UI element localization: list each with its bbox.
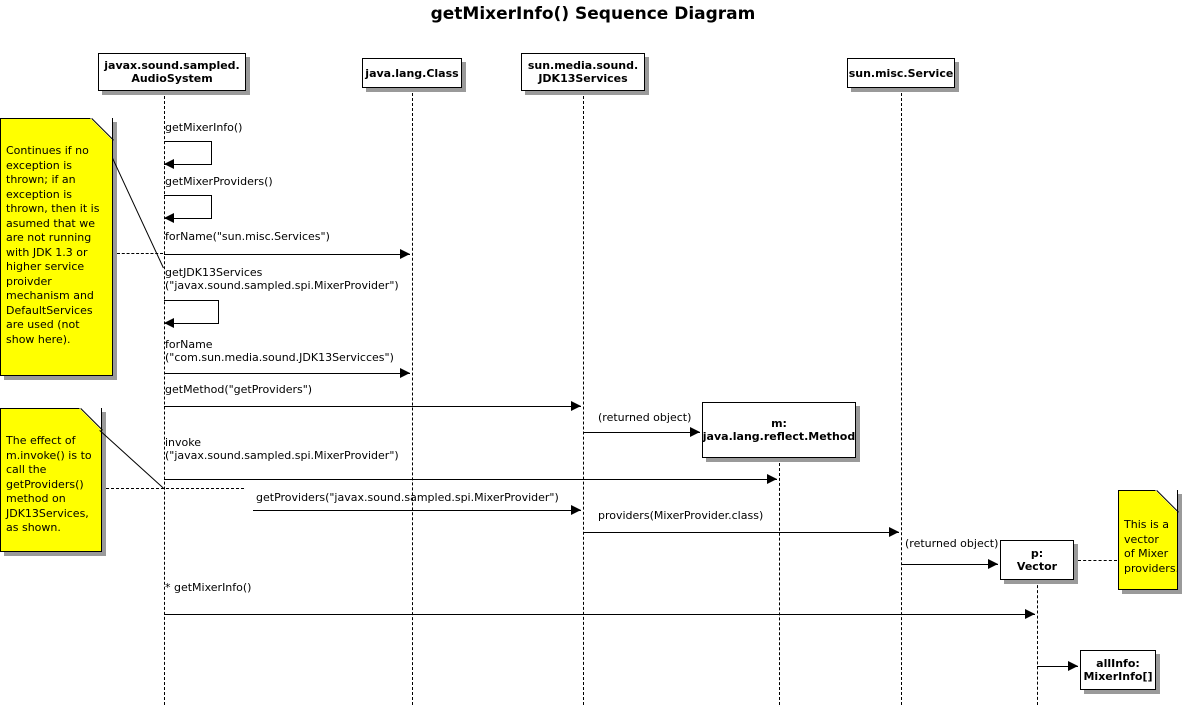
lifeline-label-audiosystem: javax.sound.sampled.AudioSystem [104, 59, 240, 85]
message-label-m4: getJDK13Services("javax.sound.sampled.sp… [165, 266, 399, 292]
object-label-method: m:java.lang.reflect.Method [702, 417, 856, 443]
note-note2[interactable]: The effect of m.invoke() is to call the … [0, 408, 103, 552]
lifeline-head-service[interactable]: sun.misc.Service [847, 58, 955, 88]
lifeline-vector [1037, 580, 1038, 705]
self-call-m4[interactable] [164, 300, 219, 324]
message-line-m3[interactable] [164, 254, 410, 255]
self-call-m1[interactable] [164, 141, 212, 165]
message-line-m13[interactable] [1037, 666, 1078, 667]
note-text-note1: Continues if no exception is thrown; if … [6, 144, 100, 346]
message-arrowhead-m6 [571, 401, 581, 411]
self-call-m2[interactable] [164, 195, 212, 219]
note-note3[interactable]: This is a vector of Mixer providers. [1118, 490, 1180, 590]
note-text-note2: The effect of m.invoke() is to call the … [6, 434, 92, 534]
message-line-m6[interactable] [164, 406, 581, 407]
self-call-arrowhead-m4 [164, 318, 174, 328]
lifeline-head-jdk13[interactable]: sun.media.sound.JDK13Services [521, 53, 645, 91]
note-note1[interactable]: Continues if no exception is thrown; if … [0, 118, 114, 376]
message-label-m5: forName("com.sun.media.sound.JDK13Servic… [165, 338, 394, 364]
note-top-edge-note1 [1, 118, 92, 119]
message-line-m7[interactable] [583, 432, 700, 433]
message-line-m5[interactable] [164, 373, 410, 374]
lifeline-class [412, 88, 413, 705]
note-top-edge-note2 [1, 408, 81, 409]
diagonal-connector-note1-diag [112, 158, 164, 269]
lifeline-label-jdk13: sun.media.sound.JDK13Services [527, 59, 639, 85]
message-label-m9: getProviders("javax.sound.sampled.spi.Mi… [256, 491, 559, 504]
message-label-m7: (returned object) [598, 411, 692, 424]
object-label-allinfo: allInfo:MixerInfo[] [1083, 657, 1153, 683]
message-label-m1: getMixerInfo() [165, 121, 243, 134]
message-arrowhead-m10 [889, 527, 899, 537]
lifeline-head-audiosystem[interactable]: javax.sound.sampled.AudioSystem [98, 53, 246, 91]
object-box-vector[interactable]: p:Vector [1000, 540, 1074, 580]
lifeline-jdk13 [583, 91, 584, 705]
self-call-arrowhead-m1 [164, 159, 174, 169]
page-title: getMixerInfo() Sequence Diagram [430, 4, 756, 24]
lifeline-audiosystem [164, 91, 165, 705]
message-arrowhead-m7 [690, 427, 700, 437]
message-label-m6: getMethod("getProviders") [165, 383, 313, 396]
message-arrowhead-m5 [400, 368, 410, 378]
note-top-edge-note3 [1119, 490, 1157, 491]
message-label-m2: getMixerProviders() [165, 175, 273, 188]
note-connector-note3 [1078, 560, 1117, 561]
message-label-m11: (returned object) [905, 537, 999, 550]
note-text-note3: This is a vector of Mixer providers. [1124, 518, 1180, 575]
lifeline-label-service: sun.misc.Service [848, 66, 954, 80]
lifeline-method [779, 458, 780, 705]
message-line-m12[interactable] [164, 614, 1035, 615]
object-box-method[interactable]: m:java.lang.reflect.Method [702, 402, 856, 458]
self-call-arrowhead-m2 [164, 213, 174, 223]
message-arrowhead-m12 [1025, 609, 1035, 619]
diagonal-connector-note2-diag [99, 430, 164, 489]
message-arrowhead-m3 [400, 249, 410, 259]
note-connector-note1 [117, 253, 163, 254]
object-box-allinfo[interactable]: allInfo:MixerInfo[] [1080, 650, 1156, 690]
message-line-m11[interactable] [901, 564, 998, 565]
note-connector-note2 [106, 488, 244, 489]
message-arrowhead-m8 [767, 474, 777, 484]
object-label-vector: p:Vector [1016, 547, 1058, 573]
message-line-m8[interactable] [164, 479, 777, 480]
message-label-m3: forName("sun.misc.Services") [165, 230, 330, 243]
message-line-m10[interactable] [583, 532, 899, 533]
message-arrowhead-m11 [988, 559, 998, 569]
message-label-m12: * getMixerInfo() [165, 581, 252, 594]
message-arrowhead-m9 [571, 505, 581, 515]
message-label-m10: providers(MixerProvider.class) [598, 509, 764, 522]
lifeline-label-class: java.lang.Class [365, 66, 459, 80]
lifeline-head-class[interactable]: java.lang.Class [362, 58, 462, 88]
message-label-m8: invoke("javax.sound.sampled.spi.MixerPro… [165, 436, 399, 462]
message-arrowhead-m13 [1068, 661, 1078, 671]
message-line-m9[interactable] [253, 510, 581, 511]
lifeline-service [901, 88, 902, 705]
